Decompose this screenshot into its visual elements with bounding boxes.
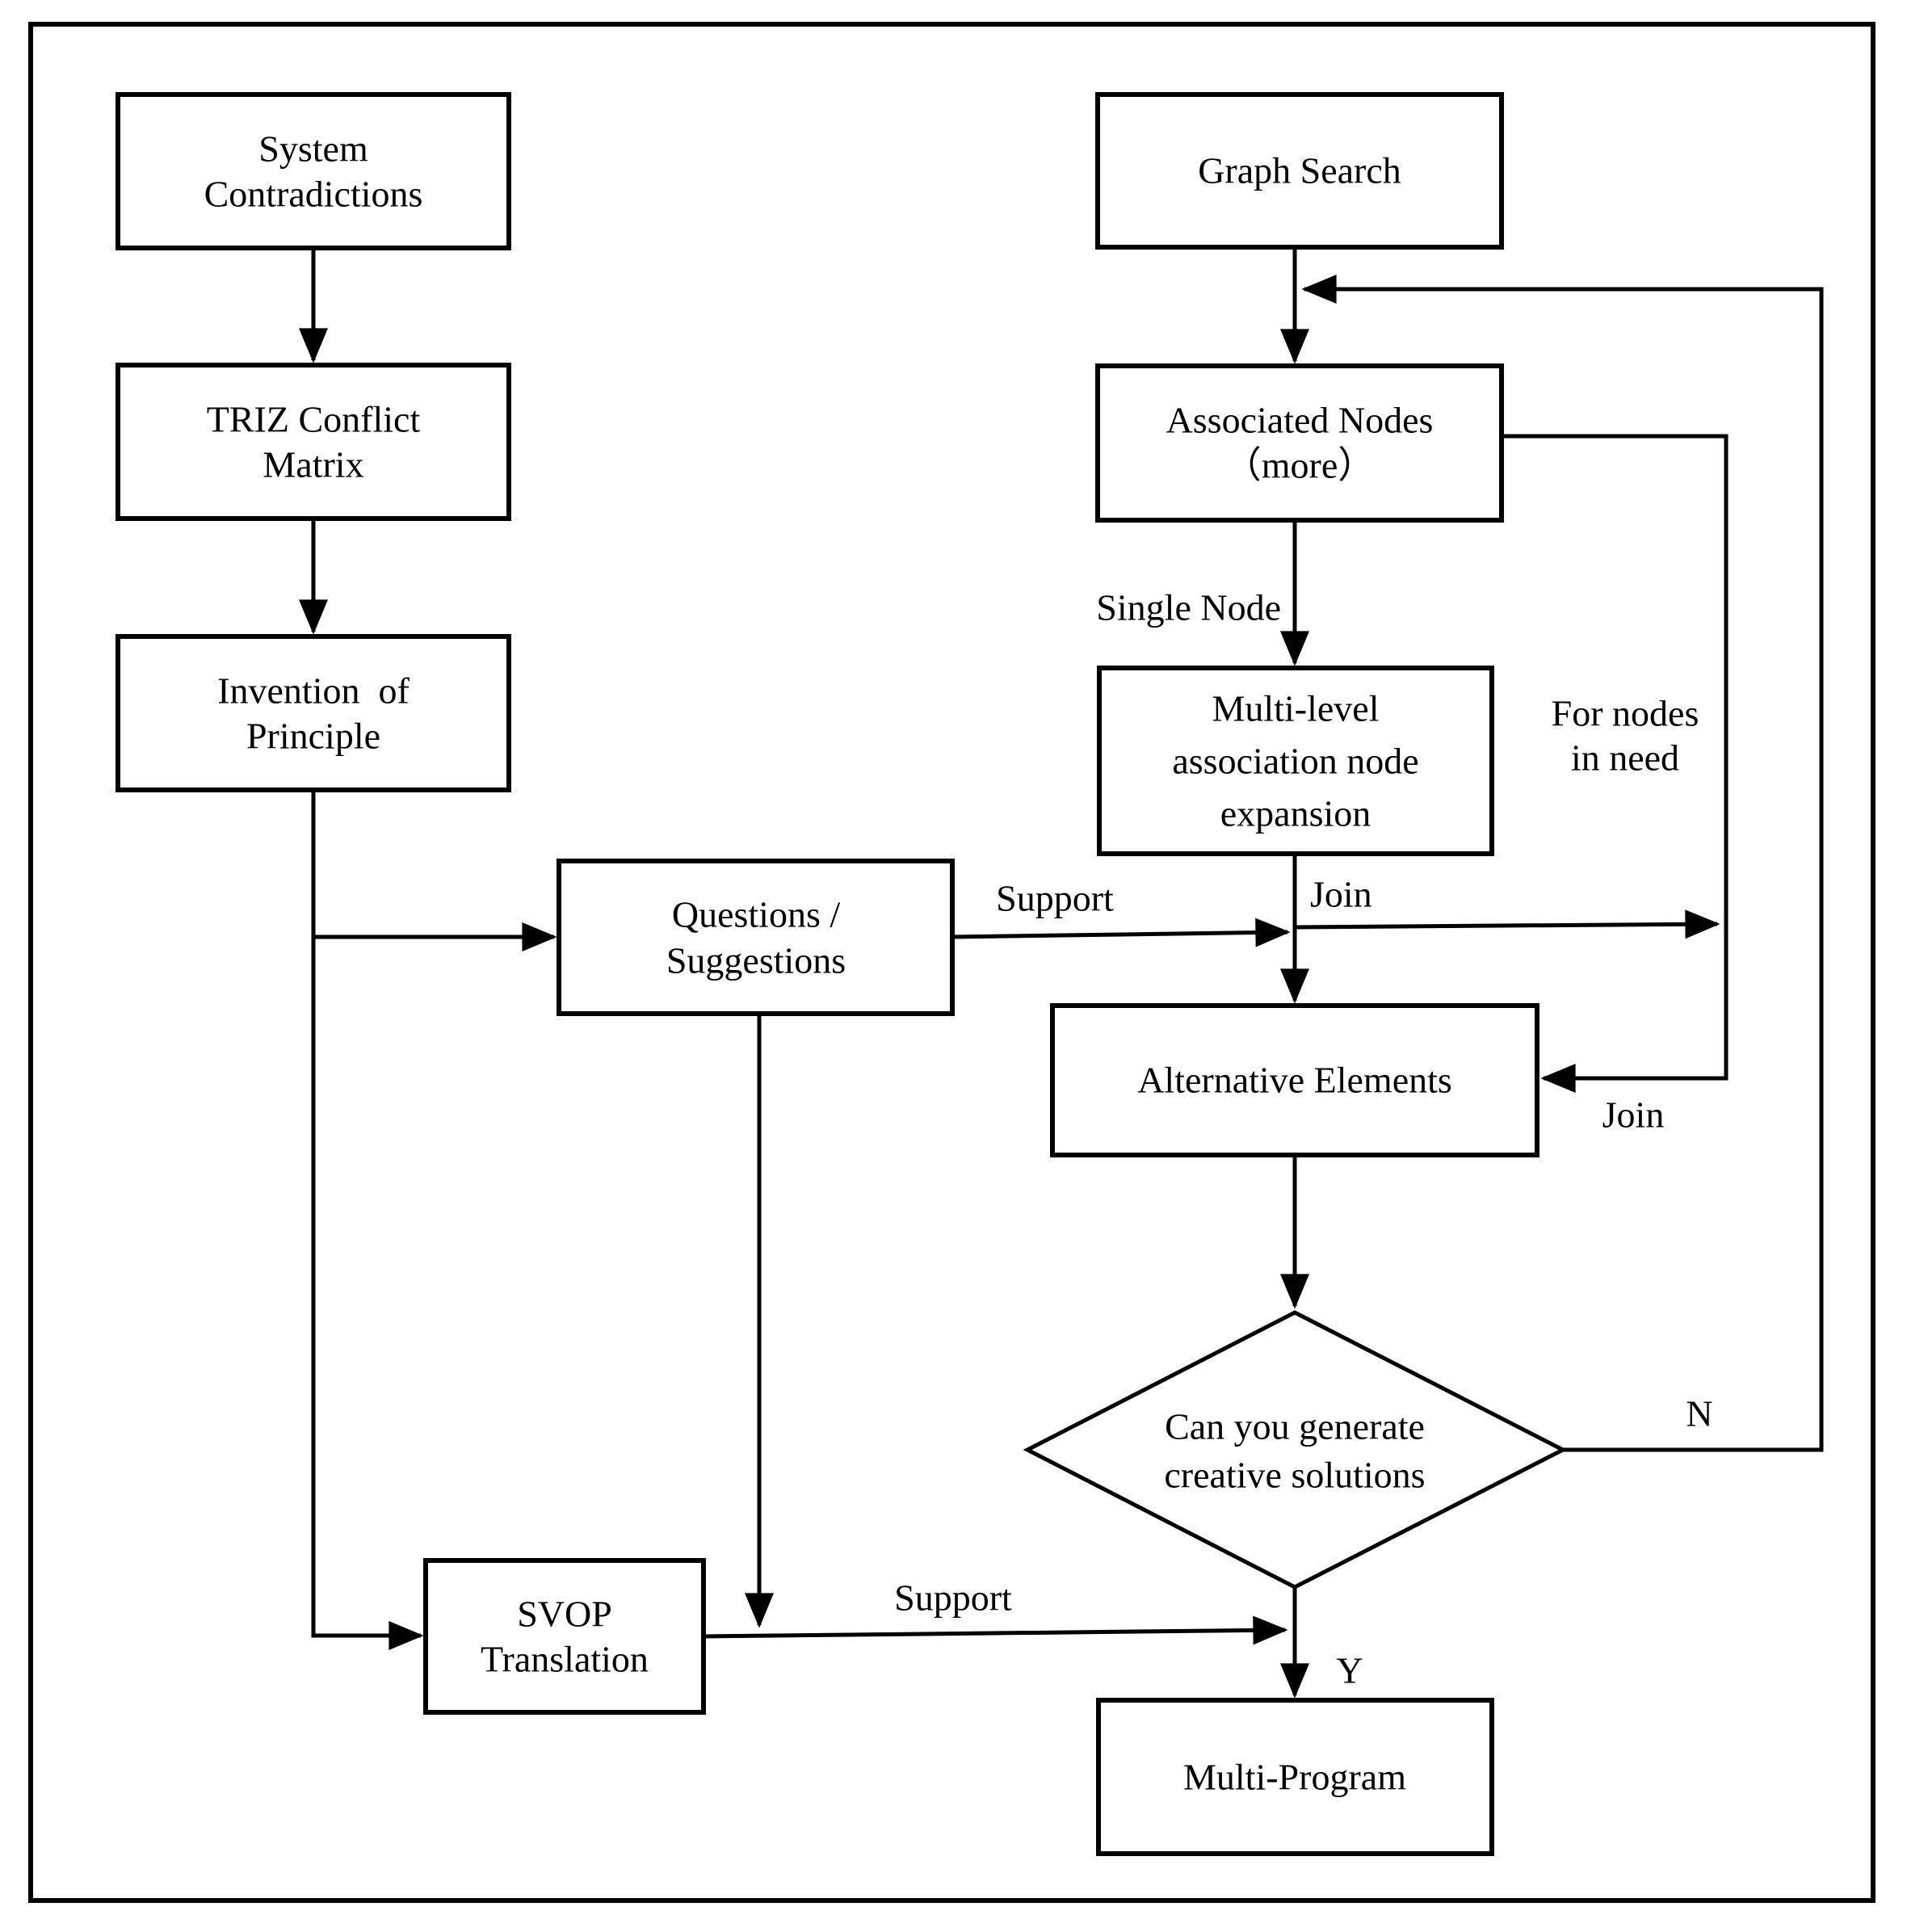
- node-associated-nodes-box: [1095, 363, 1504, 523]
- edge-label-for-nodes-line2: in need: [1571, 737, 1679, 779]
- node-associated-nodes-label-line2: （more）: [1224, 445, 1376, 486]
- node-invention-principle-box: [116, 634, 511, 792]
- edge-join-to-fornodes-line: [1294, 909, 1720, 939]
- node-multilevel-expansion-label-line2: association node: [1172, 741, 1418, 782]
- edge-label-join-top: Join: [1310, 874, 1372, 915]
- node-system-contradictions-box: [116, 92, 511, 250]
- node-decision-label-line1: Can you generate: [1165, 1406, 1425, 1447]
- edge-label-yes: Y: [1336, 1650, 1363, 1691]
- edge-label-no: N: [1686, 1393, 1712, 1434]
- node-graph-search-box: [1095, 92, 1504, 250]
- node-decision-diamond: [1023, 1310, 1568, 1590]
- node-questions-suggestions-label-line1: Questions /: [672, 894, 841, 935]
- edge-label-single-node: Single Node: [1096, 587, 1281, 628]
- node-questions-suggestions-box: [557, 859, 955, 1016]
- node-alternative-elements-box: [1050, 1003, 1539, 1157]
- node-system-contradictions-label-line1: System: [258, 128, 368, 170]
- edge-invention-to-svop: [311, 790, 424, 1650]
- node-associated-nodes-label-line1: Associated Nodes: [1166, 400, 1434, 441]
- edge-svop-support-to-decision-line: [703, 1615, 1288, 1645]
- node-alternative-elements-label: Alternative Elements: [1137, 1060, 1452, 1101]
- node-decision-label-line2: creative solutions: [1164, 1455, 1425, 1496]
- node-system-contradictions-label-line2: Contradictions: [204, 174, 423, 215]
- node-multilevel-expansion-box: [1097, 666, 1494, 856]
- node-invention-principle-label-line2: Principle: [246, 716, 380, 757]
- edge-associated-fornodes-to-alternative: [1502, 434, 1728, 1093]
- node-svop-translation-label-line1: SVOP: [517, 1594, 612, 1635]
- edge-labels: Single Node For nodes in need Join Join …: [894, 587, 1712, 1691]
- node-multilevel-expansion-label-line1: Multi-level: [1212, 688, 1380, 729]
- node-multi-program-box: [1096, 1698, 1494, 1856]
- node-invention-principle-label-line1: Invention of: [217, 670, 410, 712]
- edge-label-for-nodes-line1: For nodes: [1552, 693, 1699, 734]
- node-questions-suggestions-label-line2: Suggestions: [666, 940, 846, 981]
- node-triz-matrix-label-line2: Matrix: [263, 444, 363, 485]
- node-multilevel-expansion-label-line3: expansion: [1220, 793, 1371, 834]
- edge-decision-n-loop: [1301, 275, 1824, 1452]
- outer-frame: [28, 22, 1875, 1903]
- edge-label-support-questions: Support: [996, 878, 1114, 919]
- node-triz-matrix-label-line1: TRIZ Conflict: [207, 399, 421, 440]
- nodes: System Contradictions TRIZ Conflict Matr…: [116, 92, 1568, 1856]
- edge-label-support-svop: Support: [894, 1577, 1012, 1619]
- node-multi-program-label: Multi-Program: [1183, 1757, 1406, 1798]
- edges: [299, 247, 1824, 1699]
- edge-questions-support-to-join: [951, 918, 1291, 947]
- node-graph-search-label: Graph Search: [1198, 150, 1401, 191]
- node-svop-translation-label-line2: Translation: [481, 1639, 649, 1680]
- edge-label-join-right: Join: [1602, 1094, 1665, 1136]
- node-triz-matrix-box: [116, 363, 511, 521]
- node-svop-translation-box: [423, 1558, 706, 1715]
